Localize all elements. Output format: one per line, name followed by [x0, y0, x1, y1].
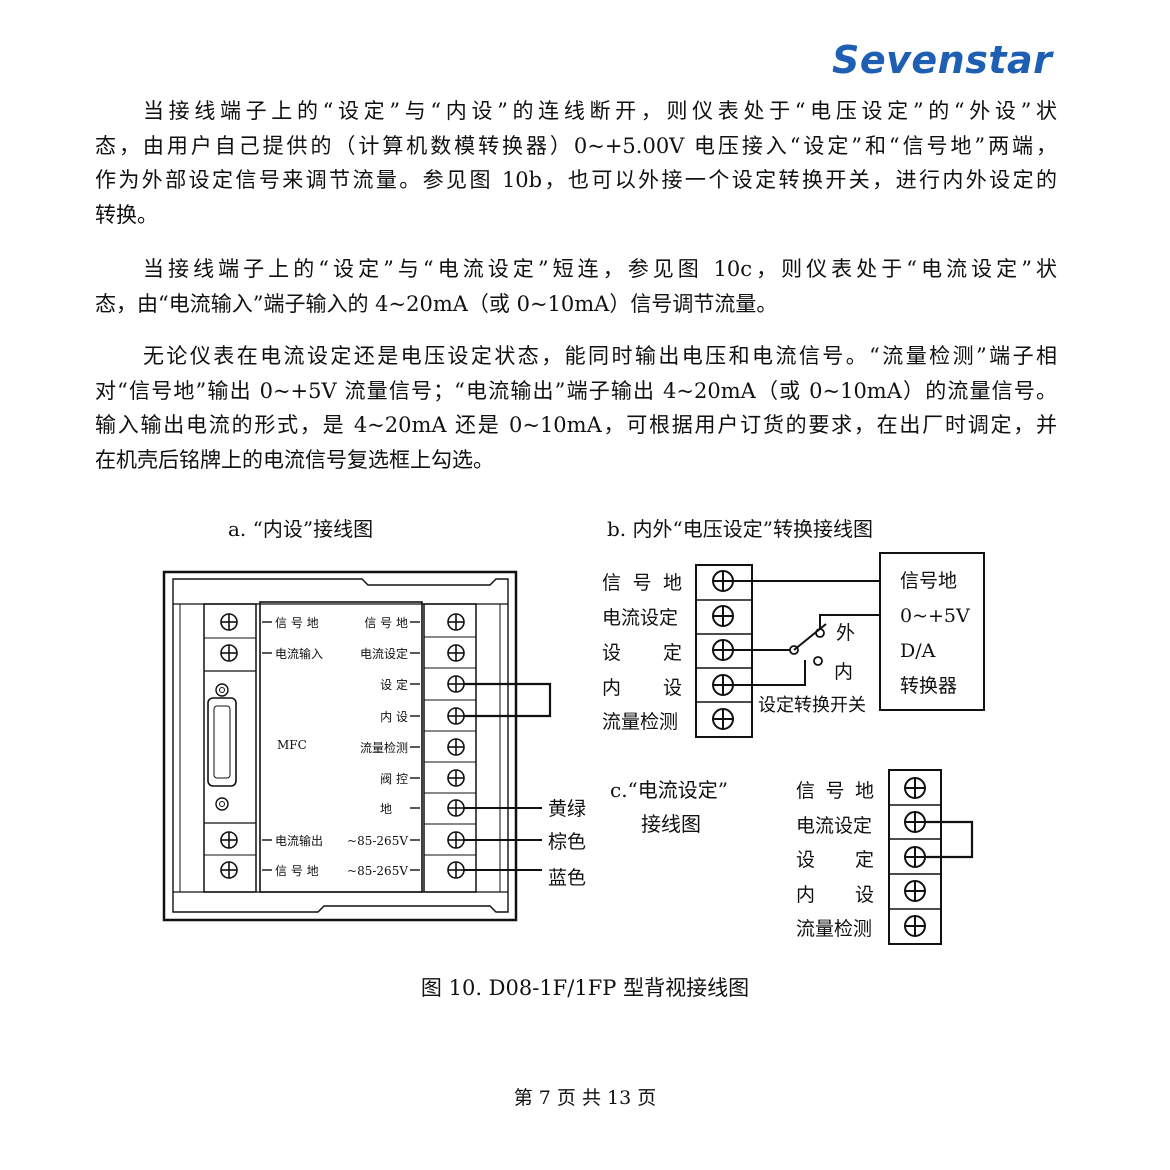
terminal-screw-icon [447, 799, 465, 817]
paragraph-2: 当接线端子上的“设定”与“电流设定”短连，参见图 10c，则仪表处于“电流设定”… [95, 252, 1057, 321]
terminal-screw-icon [447, 613, 465, 631]
switch-caption: 设定转换开关 [758, 695, 866, 716]
db-connector [207, 697, 237, 787]
diagram-c [888, 769, 974, 945]
c-terminal-label: 电流设定 [796, 815, 872, 837]
diagram-b-labels: 信 号 地 电流设定 设 定 内 设 流量检测 信号地 0~+5V D/A 转换… [602, 570, 970, 733]
diagram-c-labels: 信 号 地 电流设定 设 定 内 设 流量检测 [796, 780, 874, 940]
a-right-label: 内 设 [380, 710, 408, 724]
b-terminal-label: 流量检测 [602, 711, 678, 733]
wire-label-yellow-green: 黄绿 [548, 798, 586, 820]
a-left-label: 信 号 地 [275, 864, 319, 878]
diagram-a-inner-frame [172, 578, 509, 913]
diagram-a [162, 570, 552, 922]
a-right-label: ~85-265V [347, 864, 408, 878]
c-terminal-label: 内 设 [796, 884, 874, 906]
terminal-screw-icon [447, 831, 465, 849]
diagram-a-labels: 信 号 地 电流输入 电流输出 信 号 地 MFC 信 号 地 电流设定 设 定… [275, 616, 408, 878]
sevenstar-logo: Sevenstar [832, 38, 1053, 82]
diagram-a-screws [220, 613, 465, 879]
terminal-screw-icon [447, 675, 465, 693]
diagram-a-outer-frame [162, 570, 518, 922]
a-right-label: 电流设定 [360, 646, 408, 661]
caption-a: a. “内设”接线图 [228, 517, 374, 541]
b-terminal-label: 信 号 地 [602, 572, 682, 594]
a-right-label: 阀 控 [380, 772, 408, 786]
terminal-screw-icon [904, 846, 926, 868]
a-right-label: 信 号 地 [364, 616, 408, 630]
paragraph-1: 当接线端子上的“设定”与“内设”的连线断开，则仪表处于“电压设定”的“外设”状 … [95, 94, 1057, 232]
caption-c-line1: c.“电流设定” [610, 778, 729, 802]
paragraph-line: 态，由“电流输入”端子输入的 4~20mA（或 0~10mA）信号调节流量。 [95, 291, 778, 316]
switch-label-outer: 外 [836, 622, 855, 644]
c-terminal-label: 设 定 [796, 849, 874, 871]
converter-label: 信号地 [900, 570, 957, 592]
diagram-b [695, 552, 985, 738]
converter-label: D/A [900, 640, 936, 662]
figure-title: 图 10. D08-1F/1FP 型背视接线图 [420, 976, 750, 1000]
b-terminal-label: 电流设定 [602, 607, 678, 629]
switch-blade [793, 623, 827, 651]
terminal-screw-icon [447, 738, 465, 756]
paragraph-3: 无论仪表在电流设定还是电压设定状态，能同时输出电压和电流信号。“流量检测”端子相… [95, 339, 1057, 477]
a-left-label: 电流输入 [275, 646, 323, 661]
wire-label-blue: 蓝色 [548, 867, 586, 889]
paragraph-line: 在机壳后铭牌上的电流信号复选框上勾选。 [95, 447, 494, 472]
b-terminal-label: 设 定 [602, 642, 682, 664]
terminal-screw-icon [220, 831, 238, 849]
paragraph-line: 无论仪表在电流设定还是电压设定状态，能同时输出电压和电流信号。“流量检测”端子相 [143, 344, 1057, 368]
b-terminal-label: 内 设 [602, 677, 682, 699]
caption-b: b. 内外“电压设定”转换接线图 [607, 517, 873, 541]
terminal-screw-icon [220, 613, 238, 631]
jumper-c [915, 820, 974, 859]
page-number: 第 7 页 共 13 页 [513, 1087, 657, 1109]
jumper-a [456, 682, 552, 718]
paragraph-line: 作为外部设定信号来调节流量。参见图 10b，也可以外接一个设定转换开关，进行内外… [95, 168, 1057, 192]
c-terminal-label: 流量检测 [796, 918, 872, 940]
caption-c-line2: 接线图 [641, 812, 701, 836]
switch-label-inner: 内 [834, 661, 853, 683]
da-converter-box [879, 552, 985, 711]
converter-label: 转换器 [900, 675, 957, 697]
terminal-screw-icon [447, 769, 465, 787]
paragraph-line: 输入输出电流的形式，是 4~20mA 还是 0~10mA，可根据用户订货的要求，… [95, 413, 1057, 437]
a-right-label: 流量检测 [360, 740, 408, 755]
terminal-screw-icon [220, 861, 238, 879]
paragraph-line: 态，由用户自己提供的（计算机数模转换器）0~+5.00V 电压接入“设定”和“信… [95, 133, 1057, 158]
a-right-label: 地 [380, 802, 392, 816]
diagram-a-wire-labels: 黄绿 棕色 蓝色 [548, 798, 586, 889]
converter-label: 0~+5V [900, 605, 970, 627]
paragraph-line: 当接线端子上的“设定”与“电流设定”短连，参见图 10c，则仪表处于“电流设定”… [143, 257, 1057, 281]
a-right-label: 设 定 [380, 677, 408, 692]
terminal-screw-icon [447, 644, 465, 662]
terminal-screw-icon [712, 639, 734, 661]
a-right-label: ~85-265V [347, 834, 408, 848]
terminal-screw-icon [220, 644, 238, 662]
mfc-label-panel [259, 601, 423, 893]
terminal-screw-icon [712, 570, 734, 592]
paragraph-line: 对“信号地”输出 0~+5V 流量信号；“电流输出”端子输出 4~20mA（或 … [95, 378, 1057, 403]
terminal-screw-icon [904, 880, 926, 902]
paragraph-line: 当接线端子上的“设定”与“内设”的连线断开，则仪表处于“电压设定”的“外设”状 [143, 99, 1057, 123]
terminal-screw-icon [904, 811, 926, 833]
c-terminal-label: 信 号 地 [796, 780, 874, 802]
terminal-screw-icon [712, 605, 734, 627]
paragraph-line: 转换。 [95, 202, 158, 227]
a-left-label: 信 号 地 [275, 616, 319, 630]
terminal-screw-icon [712, 674, 734, 696]
diagram-c-screws [904, 777, 926, 937]
diagram-b-screws [712, 570, 734, 730]
terminal-screw-icon [904, 777, 926, 799]
a-center-label: MFC [277, 738, 307, 752]
terminal-screw-icon [712, 708, 734, 730]
terminal-screw-icon [904, 915, 926, 937]
terminal-screw-icon [447, 707, 465, 725]
a-left-label: 电流输出 [275, 833, 323, 848]
wire-label-brown: 棕色 [548, 831, 586, 853]
terminal-screw-icon [447, 861, 465, 879]
